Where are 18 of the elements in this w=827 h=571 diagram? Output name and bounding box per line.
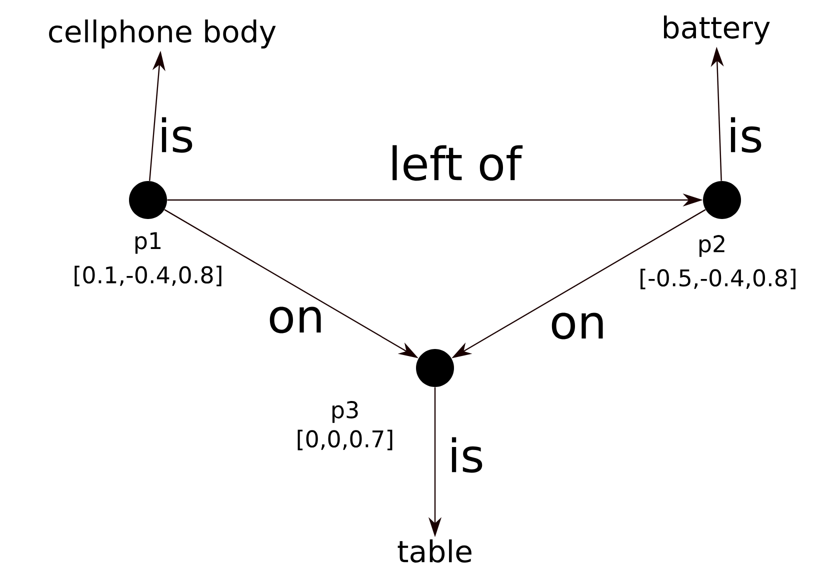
node-label: cellphone body [49, 19, 276, 49]
point-label: [0.1,-0.4,0.8] [74, 266, 222, 286]
point-label: [0,0,0.7] [298, 430, 392, 450]
edge-label: on [548, 312, 608, 340]
edge-label: is [726, 116, 764, 154]
edge-label: on [266, 306, 326, 334]
node-label: battery [664, 15, 770, 45]
point-label: p1 [135, 232, 160, 254]
edge-label: is [446, 436, 486, 474]
point-dot [703, 181, 741, 219]
node-label: table [398, 539, 472, 563]
point-label: [-0.5,-0.4,0.8] [640, 268, 796, 290]
point-label: p3 [332, 401, 358, 423]
point-dot [416, 349, 454, 387]
point-dot [129, 181, 167, 219]
point-label: p2 [699, 235, 724, 257]
edge-label: is [156, 116, 196, 154]
edge-label: left of [387, 144, 523, 182]
